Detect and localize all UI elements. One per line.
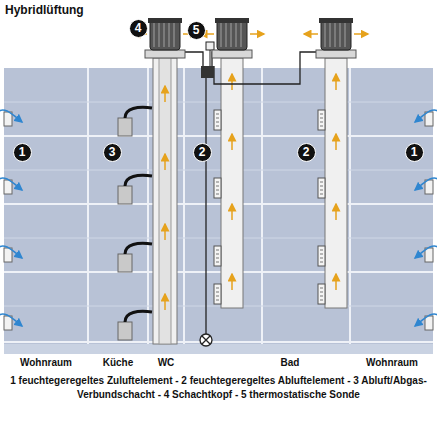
callout-number: 4 xyxy=(129,19,148,38)
callout-number: 2 xyxy=(297,143,316,162)
callout-number: 2 xyxy=(193,143,212,162)
room-label: Bad xyxy=(281,357,300,368)
room-label: Wohnraum xyxy=(366,357,418,368)
callout-number: 5 xyxy=(187,21,206,40)
legend-caption: 1 feuchtegeregeltes Zuluftelement - 2 fe… xyxy=(8,374,429,402)
callout-number: 1 xyxy=(405,143,424,162)
diagram-title: Hybridlüftung xyxy=(5,3,84,17)
callout-number: 1 xyxy=(13,143,32,162)
room-label: WC xyxy=(158,357,175,368)
callout-number: 3 xyxy=(103,143,122,162)
room-label: Küche xyxy=(103,357,134,368)
room-label: Wohnraum xyxy=(20,357,72,368)
